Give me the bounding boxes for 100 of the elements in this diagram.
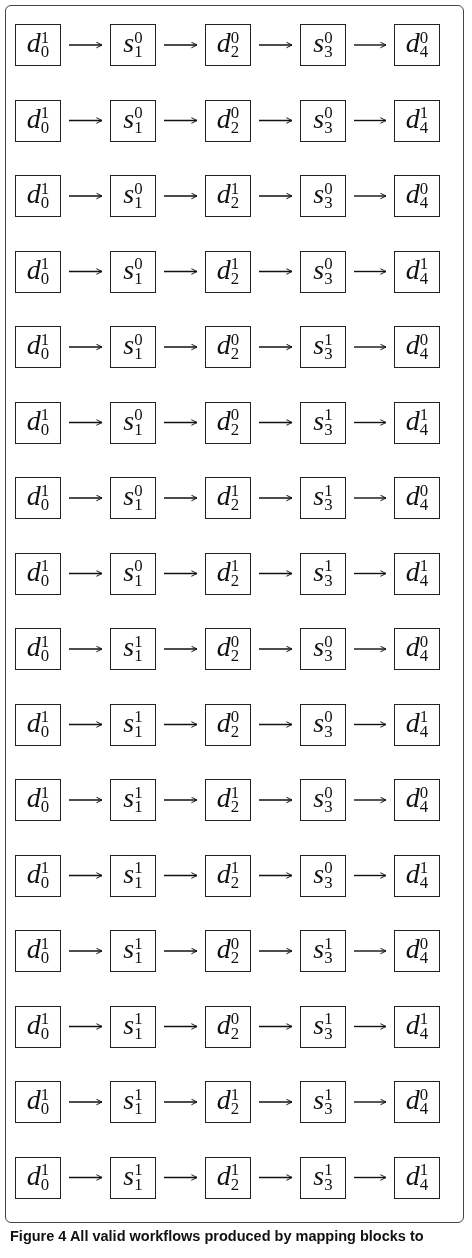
arrow	[68, 645, 103, 653]
arrow	[258, 41, 293, 49]
arrow	[353, 721, 387, 728]
state-box	[15, 703, 61, 746]
state-box	[15, 401, 61, 444]
state-box	[110, 1005, 156, 1048]
arrow	[353, 192, 387, 200]
state-box	[205, 1156, 251, 1199]
state-box	[15, 930, 61, 972]
state-box	[110, 326, 156, 368]
arrow	[68, 947, 103, 955]
arrow	[353, 645, 387, 653]
state-box	[394, 703, 440, 746]
state-box	[15, 779, 61, 821]
arrow	[68, 41, 103, 49]
arrow	[68, 494, 103, 502]
state-box	[110, 1081, 156, 1123]
arrow	[353, 1174, 387, 1181]
state-box	[15, 628, 61, 670]
arrow	[163, 947, 198, 955]
state-box	[300, 779, 346, 821]
arrow	[68, 570, 103, 577]
arrow	[258, 872, 293, 879]
arrow	[163, 192, 198, 200]
state-box	[110, 930, 156, 972]
arrow	[68, 268, 103, 275]
arrow	[258, 1098, 293, 1106]
state-box	[15, 477, 61, 519]
state-box	[394, 1156, 440, 1199]
state-box	[205, 250, 251, 293]
state-box	[110, 854, 156, 897]
state-box	[300, 250, 346, 293]
arrow	[163, 1023, 198, 1030]
state-box	[15, 175, 61, 217]
state-box	[15, 250, 61, 293]
arrow	[258, 192, 293, 200]
state-box	[205, 1081, 251, 1123]
state-box	[110, 24, 156, 66]
arrow	[258, 419, 293, 426]
arrow	[163, 1098, 198, 1106]
arrow	[353, 419, 387, 426]
arrow	[353, 796, 387, 804]
state-box	[15, 1081, 61, 1123]
arrow	[68, 117, 103, 124]
arrow	[353, 343, 387, 351]
state-box	[205, 99, 251, 142]
state-box	[110, 175, 156, 217]
figure-caption: Figure 4 All valid workflows produced by mapping blocks to	[10, 1228, 424, 1244]
arrow	[163, 570, 198, 577]
arrow	[258, 947, 293, 955]
state-box	[15, 1156, 61, 1199]
state-box	[110, 1156, 156, 1199]
state-box	[205, 703, 251, 746]
arrow	[163, 721, 198, 728]
state-box	[205, 1005, 251, 1048]
arrow	[68, 1174, 103, 1181]
state-box	[205, 930, 251, 972]
arrow	[258, 343, 293, 351]
state-box	[394, 552, 440, 595]
state-box	[394, 326, 440, 368]
state-box	[110, 250, 156, 293]
arrow	[353, 41, 387, 49]
state-box	[205, 175, 251, 217]
arrow	[353, 947, 387, 955]
state-box	[205, 24, 251, 66]
arrow	[163, 117, 198, 124]
arrow	[353, 1098, 387, 1106]
state-box	[110, 99, 156, 142]
state-box	[300, 703, 346, 746]
state-box	[15, 1005, 61, 1048]
state-box	[110, 779, 156, 821]
arrow	[163, 268, 198, 275]
state-box	[205, 552, 251, 595]
arrow	[163, 796, 198, 804]
state-box	[394, 854, 440, 897]
arrow	[163, 494, 198, 502]
state-box	[300, 99, 346, 142]
state-box	[300, 628, 346, 670]
state-box	[110, 628, 156, 670]
arrow	[163, 1174, 198, 1181]
state-box	[205, 854, 251, 897]
arrow	[163, 343, 198, 351]
arrow	[258, 570, 293, 577]
arrow	[353, 494, 387, 502]
state-box	[300, 401, 346, 444]
state-box	[394, 1005, 440, 1048]
state-box	[15, 854, 61, 897]
arrow	[258, 721, 293, 728]
arrow	[353, 872, 387, 879]
state-box	[394, 24, 440, 66]
arrow	[258, 1023, 293, 1030]
state-box	[15, 99, 61, 142]
arrow	[163, 419, 198, 426]
arrow	[68, 1023, 103, 1030]
state-box	[205, 779, 251, 821]
state-box	[394, 250, 440, 293]
state-box	[300, 326, 346, 368]
state-box	[15, 24, 61, 66]
arrow	[163, 41, 198, 49]
state-box	[394, 175, 440, 217]
